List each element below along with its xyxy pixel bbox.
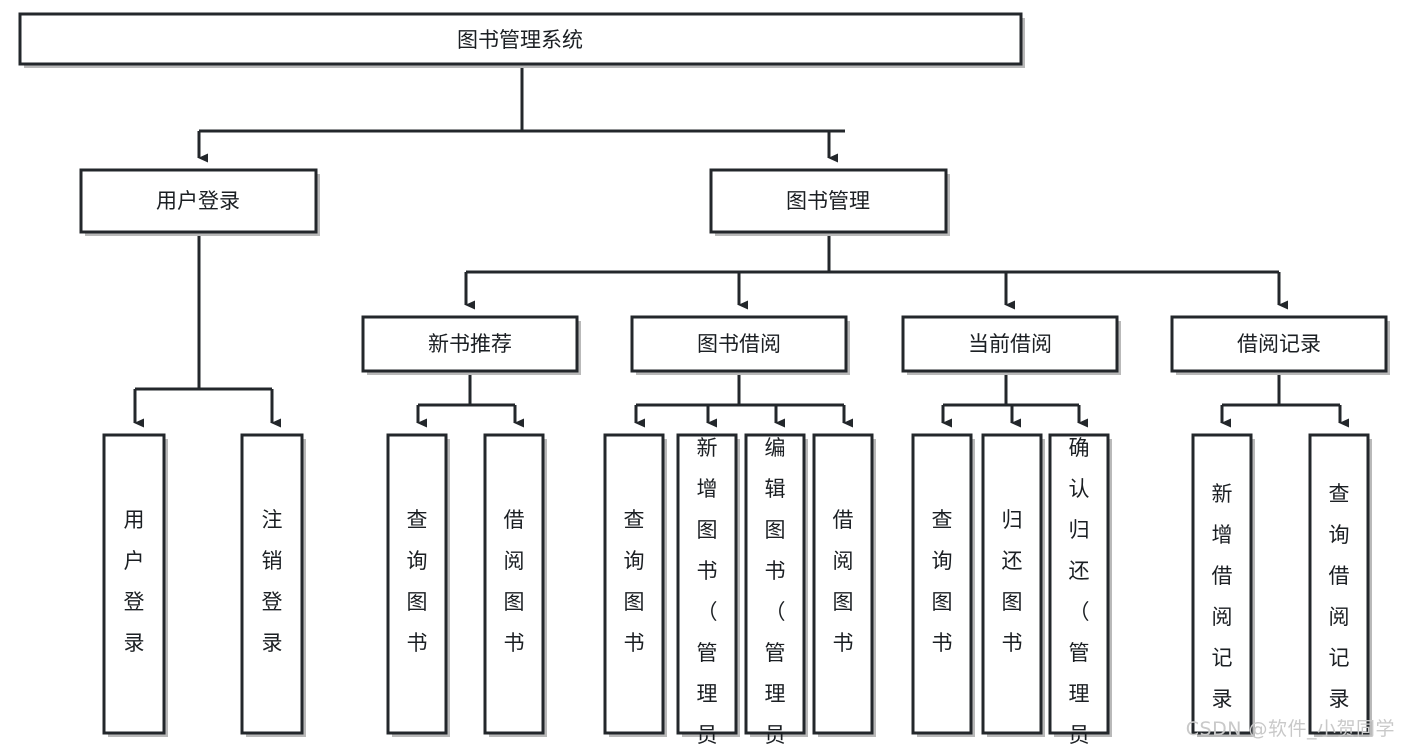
node-book-management-label: 图书管理	[786, 189, 870, 213]
node-leaf-add-book-label: 新增图书（管理员）	[697, 436, 718, 747]
node-book-borrow-label: 图书借阅	[697, 332, 781, 356]
node-root-system-label: 图书管理系统	[457, 28, 583, 52]
node-current-borrow[interactable]: 当前借阅	[901, 315, 1121, 375]
node-book-borrow[interactable]: 图书借阅	[630, 315, 850, 375]
connector-group-current-borrow-children	[941, 375, 1088, 428]
node-leaf-query-book-1-label: 查询图书	[407, 508, 428, 655]
node-root-system[interactable]: 图书管理系统	[18, 12, 1025, 68]
node-leaf-user-login[interactable]: 用户登录	[102, 433, 168, 737]
node-current-borrow-label: 当前借阅	[968, 332, 1052, 356]
node-borrow-record[interactable]: 借阅记录	[1170, 315, 1390, 375]
node-leaf-edit-book[interactable]: 编辑图书（管理员）	[744, 433, 808, 747]
connector-group-user-login-children	[133, 232, 281, 428]
node-leaf-query-book-3[interactable]: 查询图书	[911, 433, 975, 737]
node-leaf-add-record-label: 新增借阅记录	[1212, 482, 1233, 711]
node-user-login[interactable]: 用户登录	[79, 168, 320, 236]
node-leaf-query-book-1[interactable]: 查询图书	[386, 433, 450, 737]
node-leaf-edit-book-label: 编辑图书（管理员）	[765, 436, 786, 747]
node-leaf-confirm-return[interactable]: 确认归还（管理员）	[1048, 433, 1112, 747]
node-leaf-query-book-3-label: 查询图书	[932, 508, 953, 655]
node-new-book-recommend-label: 新书推荐	[428, 332, 512, 356]
node-leaf-query-book-2[interactable]: 查询图书	[603, 433, 667, 737]
node-user-login-label: 用户登录	[156, 189, 240, 213]
node-new-book-recommend[interactable]: 新书推荐	[361, 315, 581, 375]
node-leaf-query-record[interactable]: 查询借阅记录	[1308, 433, 1372, 737]
node-leaf-return-book-label: 归还图书	[1002, 508, 1023, 655]
node-borrow-record-label: 借阅记录	[1237, 332, 1321, 356]
node-leaf-borrow-book-1[interactable]: 借阅图书	[483, 433, 547, 737]
connector-group-book-borrow-children	[634, 375, 853, 428]
connector-group-borrow-record-children	[1220, 375, 1349, 428]
node-leaf-borrow-book-2[interactable]: 借阅图书	[812, 433, 876, 737]
connector-group-root-to-level2	[197, 68, 845, 163]
node-leaf-add-book[interactable]: 新增图书（管理员）	[676, 433, 740, 747]
node-leaf-borrow-book-1-label: 借阅图书	[504, 508, 525, 655]
node-book-management[interactable]: 图书管理	[709, 168, 950, 236]
node-leaf-query-record-label: 查询借阅记录	[1329, 482, 1350, 711]
node-leaf-user-login-label: 用户登录	[124, 508, 145, 655]
node-leaf-logout-login[interactable]: 注销登录	[240, 433, 306, 737]
node-leaf-borrow-book-2-label: 借阅图书	[833, 508, 854, 655]
node-leaf-return-book[interactable]: 归还图书	[981, 433, 1045, 737]
node-leaf-add-record[interactable]: 新增借阅记录	[1191, 433, 1255, 737]
connector-group-new-book-recommend-children	[416, 375, 524, 428]
node-leaf-query-book-2-label: 查询图书	[624, 508, 645, 655]
node-leaf-confirm-return-label: 确认归还（管理员）	[1069, 436, 1090, 747]
node-leaf-logout-login-label: 注销登录	[262, 508, 283, 655]
connector-group-book-management-children	[464, 232, 1288, 310]
